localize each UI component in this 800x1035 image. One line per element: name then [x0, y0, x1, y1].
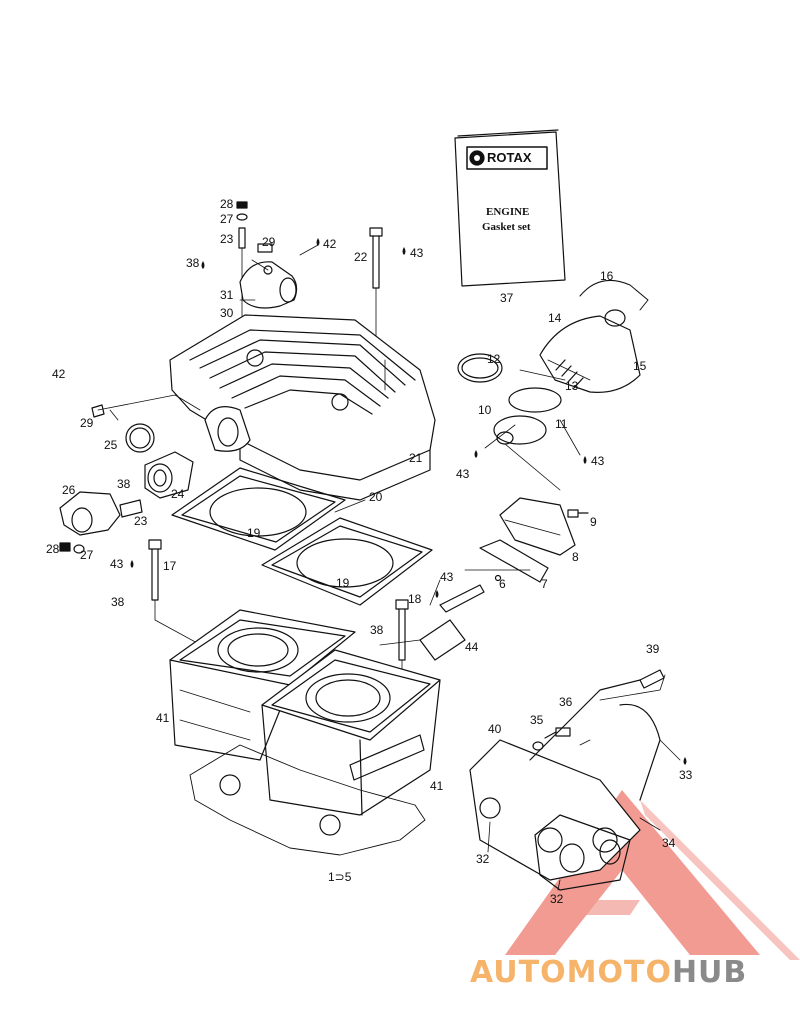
- left-small-parts: [59, 394, 201, 554]
- callout-10: 10: [478, 403, 492, 417]
- book-title-line1: ENGINE: [486, 206, 530, 218]
- callout-39: 39: [646, 642, 660, 656]
- callout-43-d: 43: [110, 557, 124, 571]
- callout-12: 12: [487, 352, 501, 366]
- callout-9: 9: [590, 515, 597, 529]
- bolt-39: [639, 669, 665, 689]
- callout-11: 11: [555, 417, 568, 431]
- callout-40: 40: [488, 722, 502, 736]
- bolt-17: [148, 539, 211, 651]
- callout-26: 26: [62, 483, 76, 497]
- callout-15: 15: [633, 359, 647, 373]
- callout-17: 17: [163, 559, 177, 573]
- base-gasket: [189, 744, 426, 856]
- callout-35: 35: [530, 713, 544, 727]
- shaft-44: [379, 584, 485, 661]
- callout-32-b: 32: [550, 892, 564, 906]
- callout-43: 43: [410, 246, 424, 260]
- callout-19-b: 19: [336, 576, 350, 590]
- callout-38-c: 38: [111, 595, 125, 609]
- callout-34: 34: [662, 836, 676, 850]
- callout-41-b: 41: [430, 779, 444, 793]
- head-gasket-20: [171, 467, 433, 606]
- callout-22: 22: [354, 250, 368, 264]
- callout-29: 29: [262, 235, 276, 249]
- callout-20: 20: [369, 490, 383, 504]
- callout-23-b: 23: [134, 514, 148, 528]
- manifold-gasket-32: [534, 814, 631, 891]
- callout-38-b: 38: [117, 477, 131, 491]
- callout-42-b: 42: [52, 367, 66, 381]
- callout-41-a: 41: [156, 711, 170, 725]
- leader-lines: [109, 244, 681, 891]
- callout-19-a: 19: [247, 526, 261, 540]
- callout-14: 14: [548, 311, 562, 325]
- callout-36: 36: [559, 695, 573, 709]
- callout-21: 21: [409, 451, 423, 465]
- watermark-text: AUTOMOTOHUB: [470, 955, 747, 990]
- gasket-set-book: [454, 129, 566, 287]
- callout-27: 27: [220, 212, 234, 226]
- callout-16: 16: [600, 269, 614, 283]
- callout-29-b: 29: [80, 416, 94, 430]
- callout-28: 28: [220, 197, 234, 211]
- cylinder-41-right: [261, 649, 441, 816]
- callout-6: 6: [499, 577, 506, 591]
- gasket-7: [479, 539, 549, 583]
- callout-37: 37: [500, 291, 514, 305]
- callout-28-b: 28: [46, 542, 60, 556]
- callout-43-b: 43: [456, 467, 470, 481]
- callout-42: 42: [323, 237, 337, 251]
- callout-25: 25: [104, 438, 118, 452]
- droplet-markers: [130, 238, 687, 765]
- watermark-part1: AUTOMOTO: [470, 955, 672, 990]
- watermark-part2: HUB: [671, 955, 748, 990]
- valve-seal-10-11: [493, 387, 562, 491]
- callout-8: 8: [572, 550, 579, 564]
- callout-31: 31: [220, 288, 234, 302]
- callout-27-b: 27: [80, 548, 94, 562]
- callout-24: 24: [171, 487, 185, 501]
- callout-43-e: 43: [440, 570, 454, 584]
- callout-1d5: 1⊃5: [328, 870, 352, 884]
- callout-38: 38: [186, 256, 200, 270]
- exhaust-manifold-40: [469, 674, 666, 881]
- screw-36: [532, 727, 571, 751]
- book-brand: ROTAX: [487, 150, 532, 165]
- callout-30: 30: [220, 306, 234, 320]
- callout-18: 18: [408, 592, 422, 606]
- callout-38-d: 38: [370, 623, 384, 637]
- rotary-valve-cover-14: [539, 279, 649, 393]
- cylinder-41-left: [169, 609, 356, 761]
- callout-13: 13: [565, 379, 579, 393]
- o-ring-12: [457, 353, 503, 383]
- watermark-logo-triangle: [505, 790, 800, 960]
- valve-housing-8: [499, 497, 589, 556]
- callout-33: 33: [679, 768, 693, 782]
- callout-7: 7: [541, 577, 548, 591]
- exhaust-elbow-31: [239, 243, 298, 309]
- callout-23: 23: [220, 232, 234, 246]
- callout-43-c: 43: [591, 454, 605, 468]
- cylinder-head-21: [169, 314, 436, 501]
- callout-32-a: 32: [476, 852, 490, 866]
- callout-44: 44: [465, 640, 479, 654]
- book-title-line2: Gasket set: [482, 221, 531, 233]
